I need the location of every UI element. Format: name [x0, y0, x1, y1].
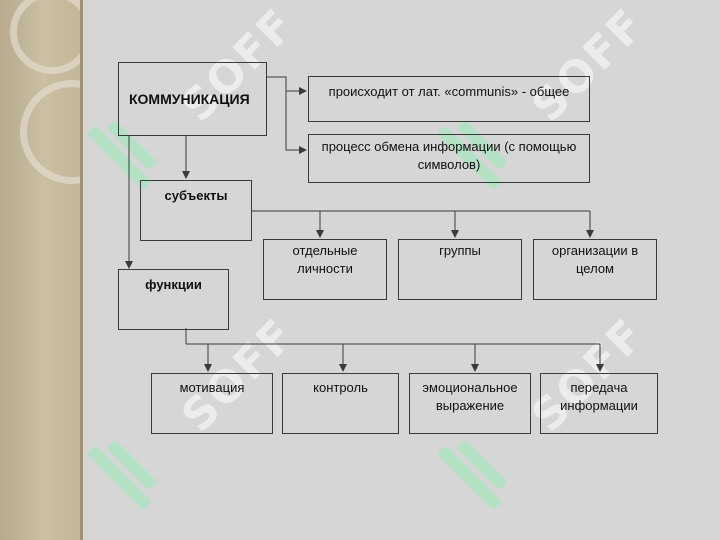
function-item-3: эмоциональное выражение: [409, 373, 531, 434]
subject-item-1: отдельные личности: [263, 239, 387, 300]
subject-item-2: группы: [398, 239, 522, 300]
definition-text-1: происходит от лат. «communis» - общее: [328, 84, 570, 99]
subject-item-3: организации в целом: [533, 239, 657, 300]
decorative-side-band: [0, 0, 124, 540]
subjects-label: субъекты: [164, 188, 228, 203]
function-item-label: передача информации: [560, 380, 638, 413]
subject-item-label: отдельные личности: [292, 243, 358, 276]
function-item-label: мотивация: [179, 380, 245, 395]
subject-item-label: группы: [439, 243, 481, 258]
root-box: КОММУНИКАЦИЯ: [118, 62, 267, 136]
function-item-label: контроль: [313, 380, 368, 395]
function-item-label: эмоциональное выражение: [422, 380, 518, 413]
definition-box-1: происходит от лат. «communis» - общее: [308, 76, 590, 122]
slide: [83, 0, 720, 540]
connector-root-definition-2: [285, 91, 307, 154]
functions-label: функции: [145, 277, 202, 292]
subject-item-label: организации в целом: [551, 243, 639, 276]
function-item-1: мотивация: [151, 373, 273, 434]
subjects-box: субъекты: [140, 180, 252, 241]
definition-box-2: процесс обмена информации (с помощью сим…: [308, 134, 590, 183]
connector-root-definition-1: [266, 76, 307, 95]
functions-box: функции: [118, 269, 229, 330]
root-label: КОММУНИКАЦИЯ: [129, 91, 250, 107]
function-item-4: передача информации: [540, 373, 658, 434]
function-item-2: контроль: [282, 373, 399, 434]
definition-text-2: процесс обмена информации (с помощью сим…: [321, 139, 577, 172]
